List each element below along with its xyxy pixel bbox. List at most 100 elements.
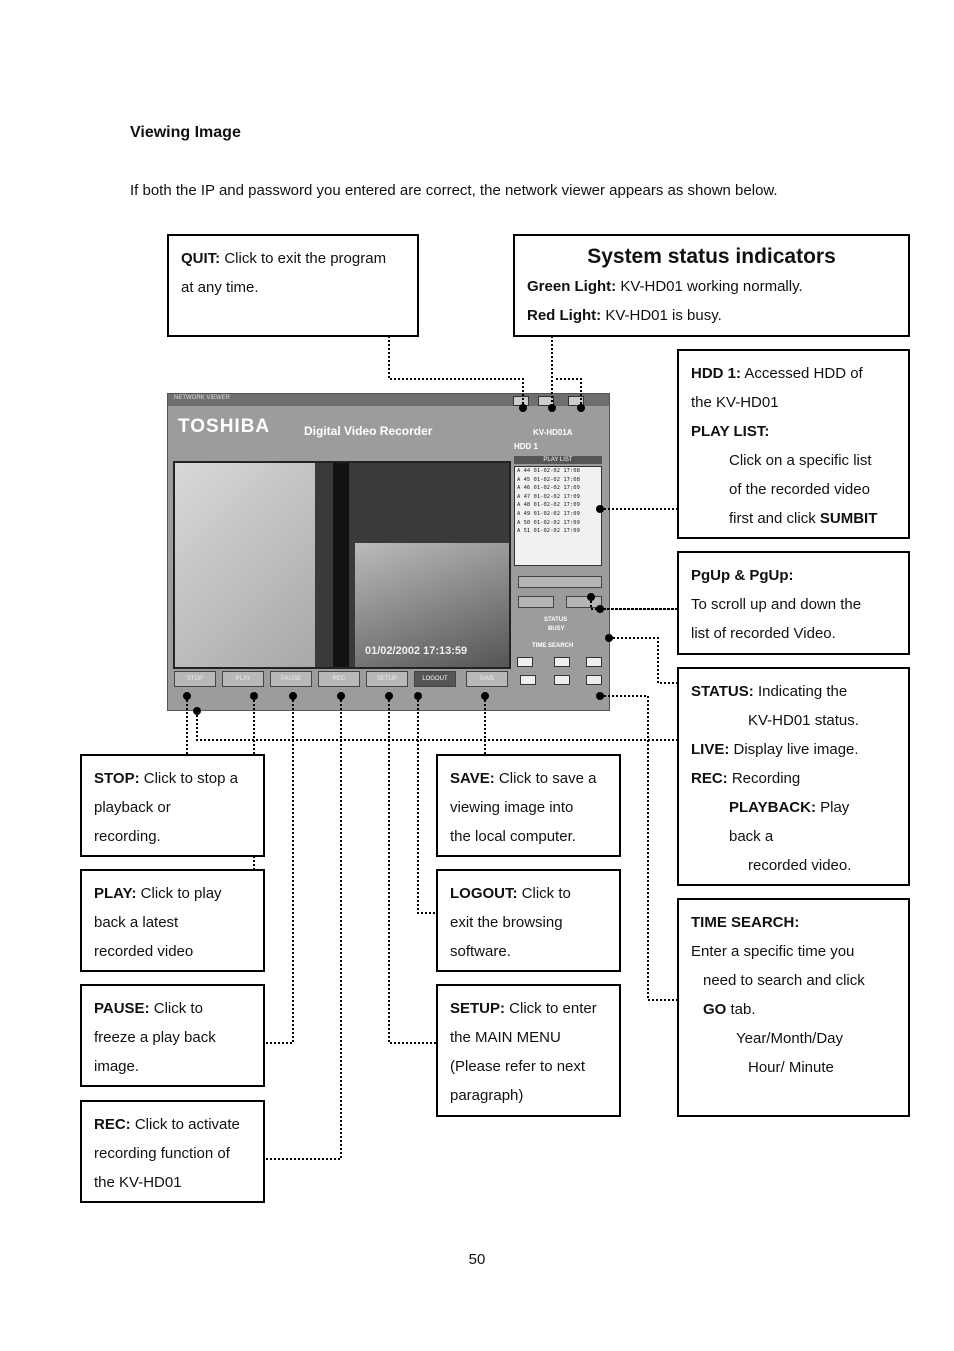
viewer-title-bar: NETWORK VIEWER — [168, 394, 609, 406]
go-button[interactable] — [586, 675, 602, 685]
submit-button[interactable] — [518, 576, 602, 588]
live-label: LIVE: — [691, 741, 730, 758]
playlist-label: PLAY LIST: — [691, 423, 770, 440]
list-item[interactable]: A 46 01-02-02 17:09 — [517, 485, 580, 492]
list-item[interactable]: A 44 01-02-02 17:08 — [517, 468, 580, 474]
play-list-header: PLAY LIST — [514, 456, 602, 464]
status-callout: STATUS: Indicating the KV-HD01 status. L… — [677, 667, 910, 886]
stop-button[interactable]: STOP — [174, 671, 216, 687]
stop-callout: STOP: Click to stop a playback or record… — [80, 754, 265, 857]
quit-label: QUIT: — [181, 250, 221, 267]
quit-icon[interactable] — [568, 396, 584, 406]
playlist-text-3: first and click — [729, 510, 820, 527]
dot-marker — [605, 634, 613, 642]
rec-leader — [264, 696, 342, 1160]
section-heading: Viewing Image — [130, 124, 241, 141]
save-text-2: viewing image into — [450, 799, 574, 816]
intro-paragraph: If both the IP and password you entered … — [130, 182, 778, 199]
live-leader — [196, 711, 677, 741]
pgup-leader — [590, 597, 677, 610]
dot-marker — [250, 692, 258, 700]
stop-text-2: playback or — [94, 799, 171, 816]
rec-text-3: the KV-HD01 — [94, 1174, 182, 1191]
viewer-title-text: NETWORK VIEWER — [174, 395, 231, 401]
quit-callout: QUIT: Click to exit the program at any t… — [167, 234, 419, 337]
hdd-playlist-callout: HDD 1: Accessed HDD of the KV-HD01 PLAY … — [677, 349, 910, 539]
time-search-label: TIME SEARCH — [532, 643, 574, 649]
dot-marker — [596, 692, 604, 700]
rec-text: Click to activate — [130, 1116, 240, 1133]
time-search-text-5: Hour/ Minute — [748, 1059, 834, 1076]
month-field[interactable] — [554, 657, 570, 667]
list-item[interactable]: A 45 01-02-02 17:08 — [517, 476, 580, 483]
quit-text: Click to exit the program — [220, 250, 387, 267]
status-light-red-icon — [538, 396, 554, 406]
playlist-text-1: Click on a specific list — [729, 452, 872, 469]
play-list[interactable]: A 44 01-02-02 17:08 A 45 01-02-02 17:08 … — [514, 466, 602, 566]
pause-label: PAUSE: — [94, 1000, 150, 1017]
hour-field[interactable] — [520, 675, 536, 685]
logout-button[interactable]: LOGOUT — [414, 671, 456, 687]
dot-marker — [289, 692, 297, 700]
year-field[interactable] — [517, 657, 533, 667]
pause-text-3: image. — [94, 1058, 140, 1075]
video-view: 01/02/2002 17:13:59 — [173, 461, 511, 669]
play-button[interactable]: PLAY — [222, 671, 264, 687]
dot-marker — [596, 605, 604, 613]
pgup-callout: PgUp & PgUp: To scroll up and down the l… — [677, 551, 910, 655]
list-item[interactable]: A 51 01-02-02 17:09 — [517, 528, 580, 535]
logout-text-3: software. — [450, 943, 511, 960]
pgup-text-2: list of recorded Video. — [691, 625, 836, 642]
day-field[interactable] — [586, 657, 602, 667]
green-light-label: Green Light: — [527, 278, 617, 295]
model-name: KV-HD01A — [533, 428, 573, 437]
rec-text-2: recording function of — [94, 1145, 230, 1162]
playback-text-3: recorded video. — [748, 857, 852, 874]
video-timestamp: 01/02/2002 17:13:59 — [365, 645, 468, 657]
toshiba-logo: TOSHIBA — [178, 416, 271, 437]
video-wall — [175, 463, 315, 667]
setup-label: SETUP: — [450, 1000, 506, 1017]
setup-button[interactable]: SETUP — [366, 671, 408, 687]
dot-marker — [587, 593, 595, 601]
rec-label: REC: — [94, 1116, 131, 1133]
save-text: Click to save a — [494, 770, 597, 787]
playlist-submit-word: SUMBIT — [819, 510, 878, 527]
rec-button[interactable]: REC — [318, 671, 360, 687]
play-label: PLAY: — [94, 885, 137, 902]
hdd-label: HDD 1: — [691, 365, 742, 382]
hdd-label: HDD 1 — [514, 442, 539, 451]
time-search-text-4: Year/Month/Day — [736, 1030, 844, 1047]
list-item[interactable]: A 48 01-02-02 17:09 — [517, 502, 580, 509]
playback-text-2: back a — [729, 828, 774, 845]
dot-marker — [183, 692, 191, 700]
dot-marker — [414, 692, 422, 700]
logout-leader — [417, 696, 436, 914]
pause-button[interactable]: PAUSE — [270, 671, 312, 687]
dot-marker — [577, 404, 585, 412]
setup-text-4: paragraph) — [450, 1087, 524, 1104]
red-light-leader — [556, 378, 582, 408]
playback-text: Play — [815, 799, 850, 816]
quit-text-2: at any time. — [181, 279, 259, 296]
list-item[interactable]: A 47 01-02-02 17:09 — [517, 493, 580, 500]
playlist-text-2: of the recorded video — [729, 481, 870, 498]
status-label: STATUS — [544, 617, 568, 623]
setup-text-2: the MAIN MENU — [450, 1029, 561, 1046]
setup-text: Click to enter — [505, 1000, 597, 1017]
play-callout: PLAY: Click to play back a latest record… — [80, 869, 265, 972]
save-button[interactable]: SAVE — [466, 671, 508, 687]
list-item[interactable]: A 50 01-02-02 17:09 — [517, 519, 580, 526]
hdd-text: Accessed HDD of — [741, 365, 863, 382]
pgup-button[interactable] — [518, 596, 554, 608]
status-text-2: KV-HD01 status. — [748, 712, 859, 729]
list-item[interactable]: A 49 01-02-02 17:09 — [517, 510, 580, 517]
status-leader — [609, 637, 677, 684]
logout-text: Click to — [517, 885, 571, 902]
minute-field[interactable] — [554, 675, 570, 685]
stop-text-3: recording. — [94, 828, 161, 845]
go-label: GO — [703, 1001, 727, 1018]
setup-leader — [388, 696, 436, 1044]
time-search-text-1: Enter a specific time you — [691, 943, 855, 960]
page-number: 50 — [468, 1251, 486, 1268]
